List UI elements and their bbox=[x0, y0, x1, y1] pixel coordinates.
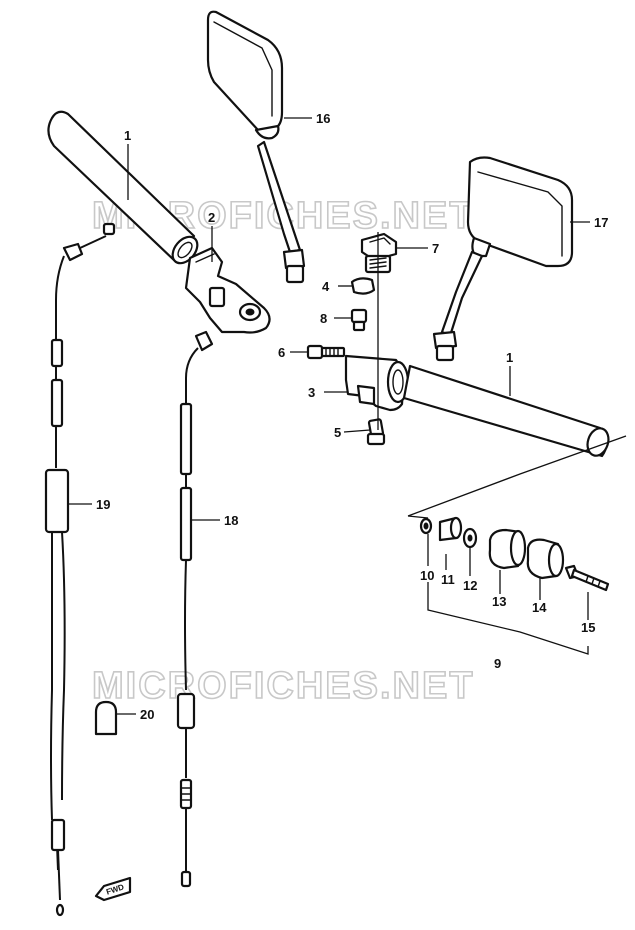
callout-16: 16 bbox=[316, 111, 330, 126]
bolt-5 bbox=[366, 418, 386, 446]
callout-1b: 1 bbox=[506, 350, 513, 365]
callout-8: 8 bbox=[320, 311, 327, 326]
callout-11: 11 bbox=[441, 572, 455, 587]
callout-19: 19 bbox=[96, 497, 110, 512]
cable-18 bbox=[176, 330, 214, 888]
holder-right bbox=[344, 354, 410, 412]
bolt-6 bbox=[306, 344, 346, 360]
cap-4 bbox=[350, 277, 376, 295]
callout-10: 10 bbox=[420, 568, 434, 583]
cable-19 bbox=[44, 222, 116, 917]
holder-left bbox=[184, 246, 271, 334]
callout-4: 4 bbox=[322, 279, 330, 294]
callout-2: 2 bbox=[208, 210, 215, 225]
mirror-left bbox=[206, 10, 306, 284]
screw-8 bbox=[350, 308, 368, 332]
callout-15: 15 bbox=[581, 620, 595, 635]
bolt-15 bbox=[564, 564, 610, 592]
callout-1a: 1 bbox=[124, 128, 131, 143]
callout-14: 14 bbox=[532, 600, 547, 615]
bar-end-kit bbox=[407, 435, 627, 655]
callout-12: 12 bbox=[463, 578, 477, 593]
callout-6: 6 bbox=[278, 345, 285, 360]
callout-17: 17 bbox=[594, 215, 608, 230]
callout-5: 5 bbox=[334, 425, 341, 440]
forward-arrow-icon: FWD bbox=[94, 876, 132, 902]
callout-13: 13 bbox=[492, 594, 506, 609]
leader-5 bbox=[343, 429, 371, 433]
callout-20: 20 bbox=[140, 707, 154, 722]
handlebar-right bbox=[402, 364, 610, 458]
callout-7: 7 bbox=[432, 241, 439, 256]
mirror-right bbox=[432, 156, 574, 362]
callout-18: 18 bbox=[224, 513, 238, 528]
callout-9: 9 bbox=[494, 656, 501, 671]
center-bolt bbox=[360, 232, 398, 274]
cable-boot-20 bbox=[94, 700, 118, 736]
callout-3: 3 bbox=[308, 385, 315, 400]
watermark-bottom: MICROFICHES.NET bbox=[92, 665, 475, 707]
